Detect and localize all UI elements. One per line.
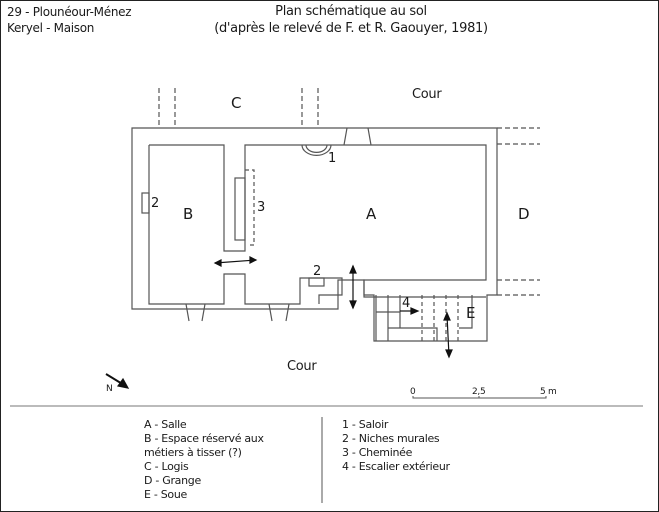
fireplace-hood (245, 169, 255, 246)
legend-areas: A - Salle B - Espace réservé aux métiers… (144, 418, 264, 502)
scale-tick-5m: 5 m (540, 387, 557, 397)
legend-area-b: B - Espace réservé aux (144, 432, 264, 445)
title-line-1: Plan schématique au sol (275, 4, 427, 19)
legend-area-a: A - Salle (144, 418, 187, 431)
logis-extension-right (301, 88, 319, 128)
area-label-e: E (466, 304, 476, 322)
arrow-head-left (213, 259, 222, 267)
location-line-2: Keryel - Maison (7, 21, 95, 35)
plan-title: Plan schématique au sol (d'après le rele… (196, 3, 506, 37)
scale-tick-2-5: 2,5 (472, 387, 486, 397)
legend-feature-4: 4 - Escalier extérieur (342, 460, 450, 473)
south-doorway-2 (268, 303, 290, 322)
courtyard-label-bottom: Cour (287, 359, 317, 374)
arrow-head-stair (410, 307, 420, 315)
legend-feature-2: 2 - Niches murales (342, 432, 440, 445)
feature-label-saloir: 1 (328, 151, 337, 166)
scale-tick-0: 0 (410, 387, 416, 397)
area-label-c: C (231, 94, 242, 112)
arrow-head-down (349, 300, 357, 310)
arrow-b-passage (214, 259, 257, 264)
north-doorway (343, 127, 372, 146)
scale-bar (412, 396, 547, 399)
legend-features: 1 - Saloir 2 - Niches murales 3 - Chemin… (342, 418, 450, 474)
niche-west (141, 192, 150, 214)
legend-area-b-cont: métiers à tisser (?) (144, 446, 242, 459)
title-line-2: (d'après le relevé de F. et R. Gaouyer, … (214, 21, 488, 36)
saloir-inner (305, 144, 328, 153)
grange-extension-top (497, 127, 540, 145)
legend-feature-3: 3 - Cheminée (342, 446, 413, 459)
courtyard-label-top: Cour (412, 87, 442, 102)
feature-label-niche-west: 2 (151, 196, 160, 211)
logis-extension-left (158, 88, 176, 128)
arrow-head-right (249, 256, 258, 264)
feature-label-niche-south: 2 (313, 264, 322, 279)
location-line-1: 29 - Plounéour-Ménez (7, 5, 132, 19)
arrow-head-soue-up (443, 311, 451, 321)
fireplace (234, 177, 246, 241)
feature-label-cheminee: 3 (257, 200, 266, 215)
area-label-d: D (518, 205, 530, 223)
room-b-inner-wall (149, 144, 487, 298)
arrow-head-soue-down (445, 349, 453, 359)
saloir-outer (301, 144, 332, 156)
arrow-head-up (349, 264, 357, 274)
room-b-inner-south (148, 145, 343, 305)
area-label-a: A (366, 205, 377, 223)
legend-feature-1: 1 - Saloir (342, 418, 389, 431)
south-doorway-1 (185, 303, 206, 322)
grange-extension-bottom (497, 279, 540, 296)
area-label-b: B (183, 205, 194, 223)
north-arrow-head (116, 377, 130, 389)
north-label: N (106, 384, 113, 394)
arrow-soue (446, 314, 450, 357)
legend-area-d: D - Grange (144, 474, 201, 487)
legend-area-c: C - Logis (144, 460, 189, 473)
niche-south (308, 277, 325, 287)
feature-label-escalier: 4 (402, 296, 411, 311)
stair-dashes (421, 295, 459, 341)
legend-area-e: E - Soue (144, 488, 187, 501)
